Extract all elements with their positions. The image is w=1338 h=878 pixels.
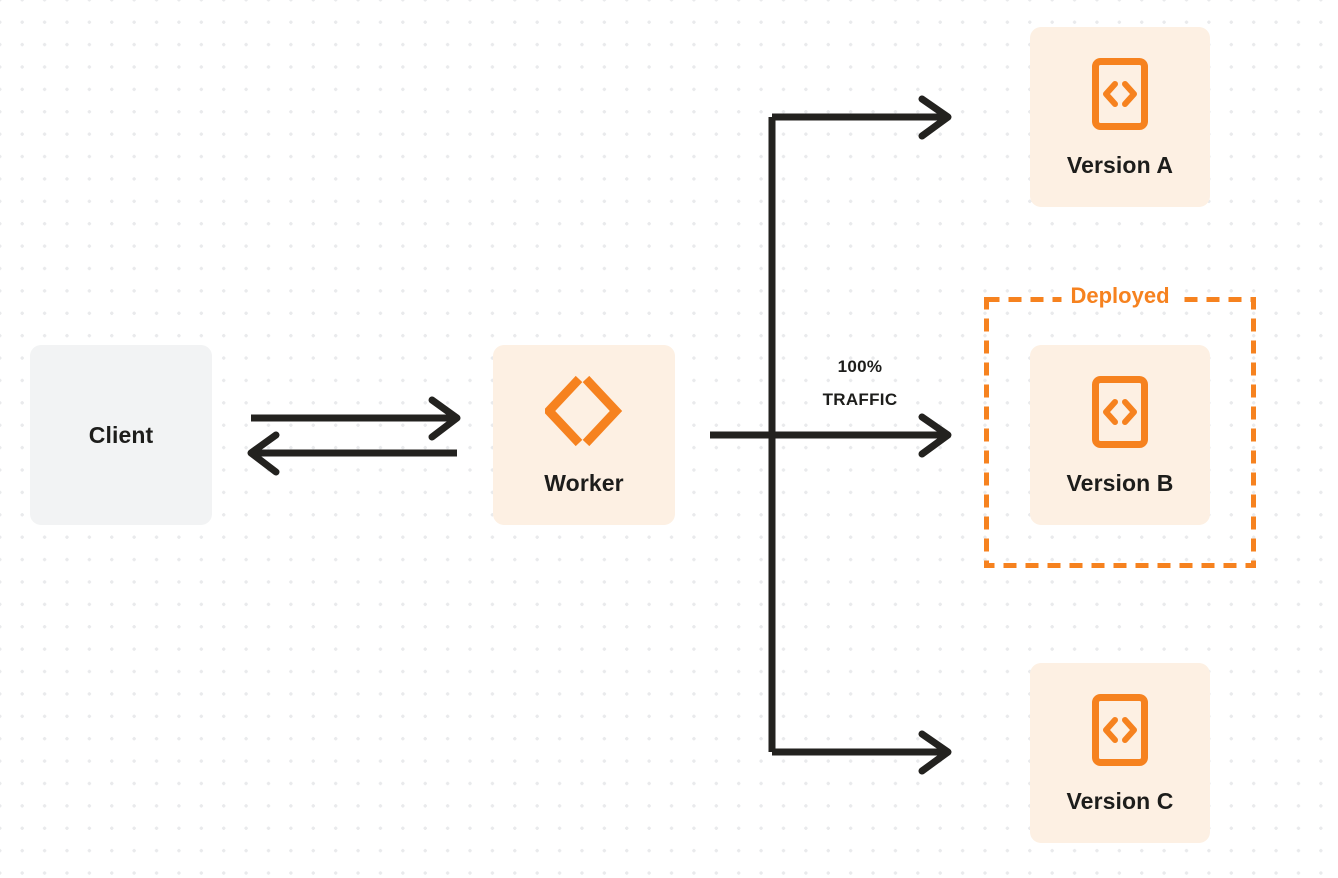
node-client[interactable]: Client: [30, 345, 212, 525]
traffic-caption: TRAFFIC: [822, 390, 898, 409]
node-worker[interactable]: Worker: [493, 345, 675, 525]
arrow-to-version-a: [772, 95, 952, 140]
code-file-icon: [1091, 375, 1149, 454]
arrow-to-version-b: [772, 413, 952, 458]
code-file-icon: [1091, 693, 1149, 772]
node-worker-label: Worker: [544, 470, 624, 496]
node-version-a[interactable]: Version A: [1030, 27, 1210, 207]
traffic-percentage-label: 100% TRAFFIC: [785, 350, 935, 416]
code-file-icon: [1091, 57, 1149, 136]
arrow-client-to-worker: [251, 396, 461, 441]
arrow-worker-to-client: [247, 431, 457, 476]
arrow-to-version-c: [772, 730, 952, 775]
node-version-c[interactable]: Version C: [1030, 663, 1210, 843]
node-client-label: Client: [88, 421, 154, 448]
node-version-c-label: Version C: [1066, 788, 1174, 814]
node-version-b[interactable]: Version B: [1030, 345, 1210, 525]
node-version-a-label: Version A: [1066, 152, 1174, 178]
cloudflare-workers-logo-icon: [542, 375, 623, 452]
traffic-percent-value: 100%: [837, 357, 883, 376]
deployed-group-label: Deployed: [1061, 281, 1179, 311]
node-version-b-label: Version B: [1066, 470, 1174, 496]
